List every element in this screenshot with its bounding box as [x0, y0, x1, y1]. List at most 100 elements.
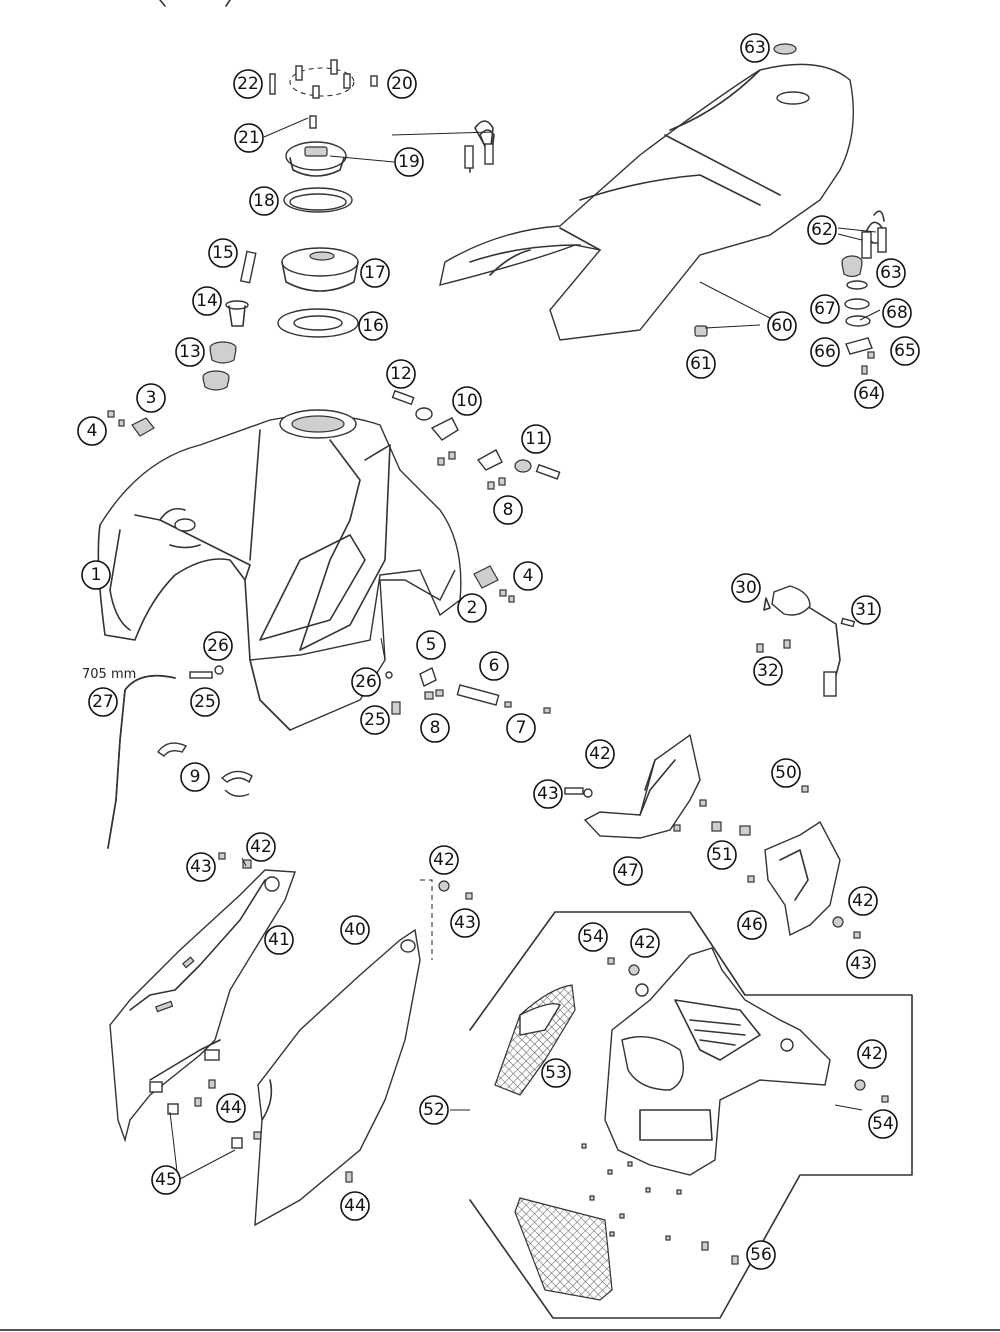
callout-42: 42	[857, 1039, 887, 1069]
svg-text:66: 66	[814, 342, 836, 362]
svg-text:20: 20	[391, 74, 413, 94]
callout-63: 63	[876, 258, 906, 288]
svg-text:60: 60	[771, 316, 793, 336]
callout-46: 46	[737, 910, 767, 940]
callout-8: 8	[493, 495, 523, 525]
callout-20: 20	[387, 69, 417, 99]
right-side-panel	[254, 879, 473, 1227]
callout-27: 27	[88, 687, 118, 717]
callout-42: 42	[429, 845, 459, 875]
svg-text:17: 17	[364, 263, 386, 283]
svg-text:19: 19	[398, 152, 420, 172]
callout-21: 21	[234, 123, 264, 153]
svg-text:54: 54	[872, 1114, 894, 1134]
svg-text:47: 47	[617, 861, 639, 881]
callout-43: 43	[846, 949, 876, 979]
callout-42: 42	[848, 886, 878, 916]
callout-9: 9	[180, 762, 210, 792]
svg-text:22: 22	[237, 74, 259, 94]
callout-68: 68	[882, 298, 912, 328]
callout-44: 44	[340, 1191, 370, 1221]
svg-text:42: 42	[589, 744, 611, 764]
svg-text:4: 4	[523, 566, 534, 586]
callout-18: 18	[249, 186, 279, 216]
callout-26: 26	[203, 631, 233, 661]
svg-text:27: 27	[92, 692, 114, 712]
callout-61: 61	[686, 349, 716, 379]
callout-66: 66	[810, 337, 840, 367]
callout-54: 54	[868, 1109, 898, 1139]
svg-text:4: 4	[87, 421, 98, 441]
svg-text:25: 25	[364, 710, 386, 730]
damper-parts	[189, 665, 551, 715]
callout-2: 2	[457, 593, 487, 623]
svg-text:42: 42	[433, 850, 455, 870]
callout-7: 7	[506, 713, 536, 743]
callout-12: 12	[386, 359, 416, 389]
svg-text:30: 30	[735, 578, 757, 598]
callout-17: 17	[360, 258, 390, 288]
svg-text:6: 6	[489, 656, 500, 676]
callout-47: 47	[613, 856, 643, 886]
callout-42: 42	[630, 928, 660, 958]
callout-32: 32	[753, 656, 783, 686]
callout-43: 43	[450, 908, 480, 938]
callout-42: 42	[585, 739, 615, 769]
fuel-hose	[107, 674, 253, 849]
svg-text:16: 16	[362, 316, 384, 336]
svg-text:25: 25	[194, 692, 216, 712]
svg-text:42: 42	[861, 1044, 883, 1064]
callout-16: 16	[358, 311, 388, 341]
hose-length-label: 705 mm	[82, 667, 136, 682]
svg-text:11: 11	[525, 429, 547, 449]
svg-text:26: 26	[207, 636, 229, 656]
callout-63: 63	[740, 33, 770, 63]
callout-43: 43	[186, 852, 216, 882]
svg-text:40: 40	[344, 920, 366, 940]
svg-text:31: 31	[855, 600, 877, 620]
callout-26: 26	[351, 667, 381, 697]
callout-10: 10	[452, 386, 482, 416]
ignition-lock	[756, 585, 856, 697]
svg-text:3: 3	[146, 388, 157, 408]
svg-text:51: 51	[711, 845, 733, 865]
tank-mount-parts	[391, 389, 561, 490]
callout-3: 3	[136, 383, 166, 413]
callout-15: 15	[208, 238, 238, 268]
svg-text:12: 12	[390, 364, 412, 384]
callout-52: 52	[419, 1095, 449, 1125]
svg-text:53: 53	[545, 1063, 567, 1083]
svg-text:15: 15	[212, 243, 234, 263]
svg-text:43: 43	[190, 857, 212, 877]
callout-54: 54	[578, 922, 608, 952]
callout-22: 22	[233, 69, 263, 99]
rear-fender-group	[450, 911, 913, 1319]
callout-6: 6	[479, 651, 509, 681]
callout-31: 31	[851, 595, 881, 625]
svg-text:56: 56	[750, 1245, 772, 1265]
callout-67: 67	[810, 294, 840, 324]
callout-53: 53	[541, 1058, 571, 1088]
svg-text:43: 43	[454, 913, 476, 933]
callout-25: 25	[360, 705, 390, 735]
callout-45: 45	[151, 1165, 181, 1195]
callouts: 63 22 20 21 19 18 15 17 14 16 13 6 2 63 6…	[77, 33, 920, 1270]
callout-65: 65	[890, 336, 920, 366]
svg-text:54: 54	[582, 927, 604, 947]
svg-text:42: 42	[852, 891, 874, 911]
svg-text:26: 26	[355, 672, 377, 692]
svg-text:50: 50	[775, 763, 797, 783]
svg-text:13: 13	[179, 342, 201, 362]
svg-text:7: 7	[516, 718, 527, 738]
callout-60: 60	[767, 311, 797, 341]
callout-41: 41	[264, 925, 294, 955]
svg-text:61: 61	[690, 354, 712, 374]
svg-text:44: 44	[220, 1098, 242, 1118]
callout-5: 5	[416, 630, 446, 660]
svg-text:5: 5	[426, 635, 437, 655]
callout-13: 13	[175, 337, 205, 367]
callout-14: 14	[192, 286, 222, 316]
svg-text:67: 67	[814, 299, 836, 319]
callout-8: 8	[420, 713, 450, 743]
